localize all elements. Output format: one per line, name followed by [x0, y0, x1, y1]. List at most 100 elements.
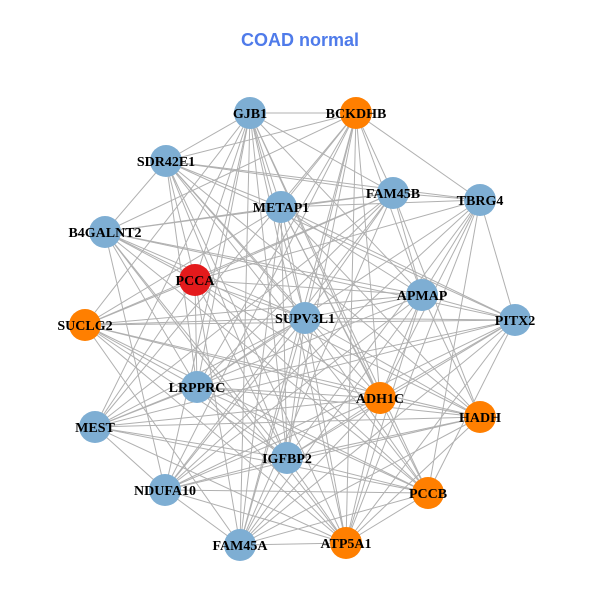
edge-SUPV3L1-IGFBP2 — [286, 317, 306, 459]
edge-NDUFA10-PCCB — [164, 489, 429, 494]
edge-SUPV3L1-PITX2 — [304, 317, 516, 321]
node-circle — [79, 411, 111, 443]
edge-APMAP-SUPV3L1 — [304, 294, 423, 319]
edge-ADH1C-IGFBP2 — [286, 397, 381, 459]
edge-SDR42E1-IGFBP2 — [165, 160, 288, 459]
diagram-title: COAD normal — [240, 30, 359, 50]
edge-HADH-NDUFA10 — [164, 416, 481, 491]
edge-PITX2-ATP5A1 — [345, 319, 516, 544]
edge-PITX2-MEST — [94, 319, 516, 428]
edge-SUCLG2-PCCB — [84, 324, 429, 494]
edge-METAP1-SUPV3L1 — [280, 206, 306, 319]
edge-APMAP-SUCLG2 — [84, 294, 423, 326]
edge-TBRG4-PCCA — [194, 199, 481, 281]
node-circle — [150, 145, 182, 177]
node-label: APMAP — [397, 289, 448, 304]
node-ndufa10: NDUFA10 — [134, 474, 196, 506]
edge-LRPPRC-PCCB — [196, 386, 429, 494]
node-fam45b: FAM45B — [366, 177, 420, 209]
node-circle — [89, 216, 121, 248]
node-label: NDUFA10 — [134, 484, 196, 499]
edge-GJB1-PCCB — [249, 112, 429, 494]
edge-ADH1C-ATP5A1 — [345, 397, 381, 544]
edge-FAM45B-LRPPRC — [196, 192, 394, 388]
node-circle — [289, 302, 321, 334]
node-circle — [412, 477, 444, 509]
edge-SDR42E1-METAP1 — [165, 160, 282, 208]
node-pitx2: PITX2 — [495, 304, 535, 336]
edge-PCCA-PCCB — [194, 279, 429, 494]
edge-METAP1-B4GALNT2 — [104, 206, 282, 233]
edge-BCKDHB-B4GALNT2 — [104, 112, 357, 233]
edge-SUCLG2-ATP5A1 — [84, 324, 347, 544]
node-label: LRPPRC — [169, 381, 226, 396]
edge-ADH1C-FAM45A — [239, 397, 381, 546]
edge-PCCA-MEST — [94, 279, 196, 428]
edge-GJB1-MEST — [94, 112, 251, 428]
node-pcca: PCCA — [176, 264, 215, 296]
edge-TBRG4-APMAP — [421, 199, 481, 296]
edge-TBRG4-LRPPRC — [196, 199, 481, 388]
edge-TBRG4-PCCB — [427, 199, 481, 494]
edge-FAM45B-APMAP — [392, 192, 423, 296]
edge-APMAP-ADH1C — [379, 294, 423, 399]
edge-METAP1-PITX2 — [280, 206, 516, 321]
node-label: PCCB — [409, 487, 447, 502]
edge-ADH1C-MEST — [94, 397, 381, 428]
edge-SDR42E1-ADH1C — [165, 160, 381, 399]
edge-APMAP-FAM45A — [239, 294, 423, 546]
edge-MEST-ATP5A1 — [94, 426, 347, 544]
edge-GJB1-SDR42E1 — [165, 112, 251, 162]
node-label: BCKDHB — [326, 107, 387, 122]
node-circle — [179, 264, 211, 296]
node-bckdhb: BCKDHB — [326, 97, 387, 129]
edge-PCCA-LRPPRC — [194, 279, 198, 388]
edge-METAP1-APMAP — [280, 206, 423, 296]
node-circle — [234, 97, 266, 129]
edge-PITX2-FAM45A — [239, 319, 516, 546]
edge-PITX2-NDUFA10 — [164, 319, 516, 491]
edge-BCKDHB-NDUFA10 — [164, 112, 357, 491]
edge-PCCA-APMAP — [194, 279, 423, 296]
node-label: METAP1 — [253, 201, 310, 216]
edge-HADH-ATP5A1 — [345, 416, 481, 544]
edge-GJB1-ADH1C — [249, 112, 381, 399]
node-pccb: PCCB — [409, 477, 447, 509]
edge-SDR42E1-FAM45B — [165, 160, 394, 194]
node-circle — [224, 529, 256, 561]
edge-FAM45B-HADH — [392, 192, 481, 418]
edge-HADH-MEST — [94, 416, 481, 428]
edge-APMAP-MEST — [94, 294, 423, 428]
node-label: IGFBP2 — [262, 452, 312, 467]
edge-B4GALNT2-PITX2 — [104, 231, 516, 321]
edge-PITX2-IGFBP2 — [286, 319, 516, 459]
edge-SUPV3L1-LRPPRC — [196, 317, 306, 388]
edge-NDUFA10-ATP5A1 — [164, 489, 347, 544]
edge-METAP1-PCCB — [280, 206, 429, 494]
edge-SUCLG2-ADH1C — [84, 324, 381, 399]
edge-BCKDHB-LRPPRC — [196, 112, 357, 388]
edge-SUPV3L1-FAM45A — [239, 317, 306, 546]
edge-FAM45B-FAM45A — [239, 192, 394, 546]
node-b4galnt2: B4GALNT2 — [68, 216, 142, 248]
node-label: MEST — [75, 421, 115, 436]
edge-ADH1C-HADH — [379, 397, 481, 418]
node-adh1c: ADH1C — [356, 382, 404, 414]
edge-SUPV3L1-ATP5A1 — [304, 317, 347, 544]
node-apmap: APMAP — [397, 279, 448, 311]
node-circle — [464, 184, 496, 216]
node-metap1: METAP1 — [253, 191, 310, 223]
edge-PITX2-ADH1C — [379, 319, 516, 399]
node-circle — [406, 279, 438, 311]
edge-TBRG4-NDUFA10 — [164, 199, 481, 491]
node-lrpprc: LRPPRC — [169, 371, 226, 403]
edge-PITX2-LRPPRC — [196, 319, 516, 388]
node-hadh: HADH — [459, 401, 501, 433]
node-atp5a1: ATP5A1 — [320, 527, 372, 559]
edge-SUCLG2-FAM45A — [84, 324, 241, 546]
edge-LRPPRC-ADH1C — [196, 386, 381, 399]
edge-FAM45B-SUPV3L1 — [304, 192, 394, 319]
node-label: TBRG4 — [457, 194, 504, 209]
